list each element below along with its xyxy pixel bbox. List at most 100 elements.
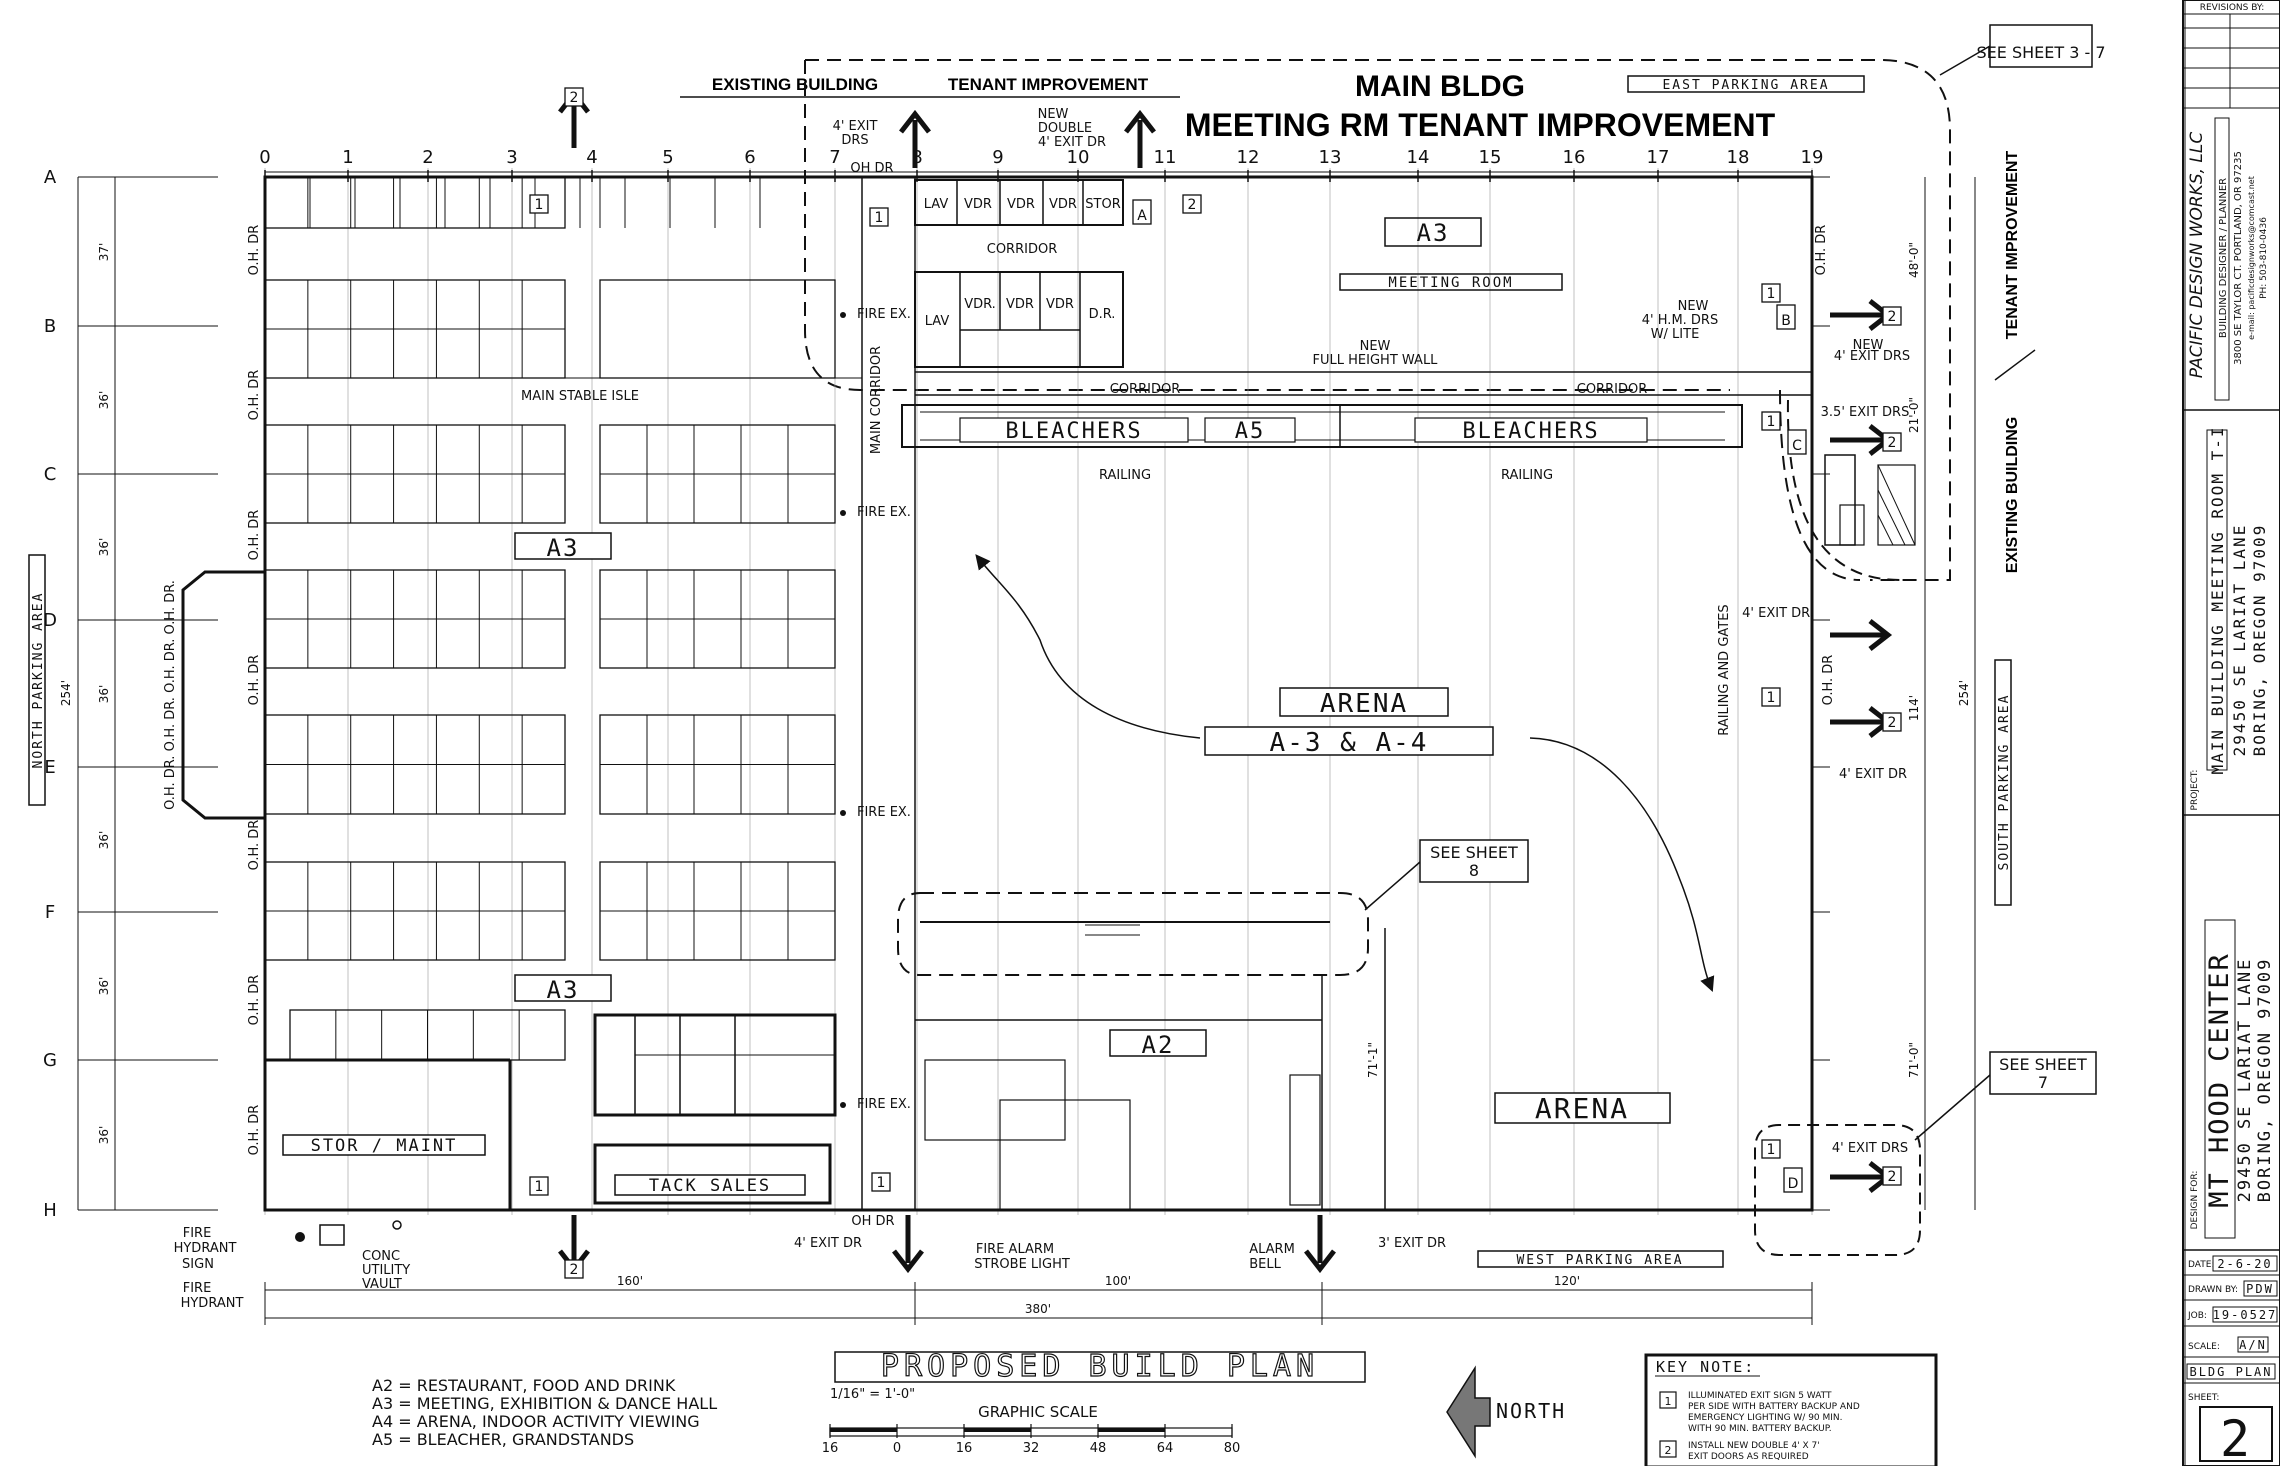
oh-dr-label-2: O.H. DR — [247, 510, 262, 561]
svg-text:BLEACHERS: BLEACHERS — [1462, 419, 1599, 444]
svg-text:RAILING: RAILING — [1501, 468, 1553, 483]
door-labels: 4' EXIT DRS OH DR NEW DOUBLE 4' EXIT DR … — [174, 107, 1911, 1311]
svg-text:FIRE EX.: FIRE EX. — [857, 307, 911, 322]
svg-text:RAILING: RAILING — [1099, 468, 1151, 483]
svg-text:DRAWN BY:: DRAWN BY: — [2188, 1285, 2238, 1295]
svg-text:ALARM: ALARM — [1249, 1242, 1295, 1257]
callout-sheet-7[interactable]: SEE SHEET 7 — [1914, 1051, 2097, 1141]
north-label: NORTH — [1496, 1399, 1566, 1423]
corridor-label-1: CORRIDOR — [1110, 382, 1180, 397]
row-label-B: B — [44, 316, 56, 337]
graphic-scale-label: GRAPHIC SCALE — [978, 1403, 1098, 1421]
railing-gates-label: RAILING AND GATES — [1717, 604, 1732, 735]
restroom-block: LAV VDR VDR VDR STOR CORRIDOR LAV VDR. V… — [914, 179, 1124, 368]
svg-text:SEE SHEET: SEE SHEET — [1430, 843, 1518, 862]
svg-text:1: 1 — [1767, 1142, 1776, 1158]
svg-text:FIRE ALARM: FIRE ALARM — [976, 1242, 1054, 1257]
north-arrow: NORTH — [1446, 1365, 1566, 1459]
svg-text:FIRE EX.: FIRE EX. — [857, 1097, 911, 1112]
svg-text:STOR: STOR — [1085, 197, 1120, 212]
column-label-10: 10 — [1067, 147, 1090, 168]
svg-text:36': 36' — [97, 1126, 111, 1145]
svg-text:120': 120' — [1554, 1274, 1580, 1288]
svg-text:MT HOOD CENTER: MT HOOD CENTER — [2204, 952, 2235, 1208]
svg-text:4' EXIT DRS: 4' EXIT DRS — [1834, 349, 1910, 364]
svg-text:D: D — [1788, 1176, 1799, 1192]
oh-dr-label-4: O.H. DR — [247, 820, 262, 871]
svg-text:SEE SHEET: SEE SHEET — [1999, 1055, 2087, 1074]
row-label-F: F — [45, 902, 55, 923]
svg-text:3.5' EXIT DRS: 3.5' EXIT DRS — [1821, 405, 1910, 420]
column-label-0: 0 — [259, 147, 270, 168]
tack-sales-label: TACK SALES — [649, 1176, 771, 1196]
oh-dr-label-0: O.H. DR — [247, 225, 262, 276]
svg-text:1: 1 — [1767, 414, 1776, 430]
callout-sheet-3-7[interactable]: SEE SHEET 3 - 7 — [1939, 24, 2106, 76]
column-label-3: 3 — [506, 147, 517, 168]
svg-text:29450 SE LARIAT LANE: 29450 SE LARIAT LANE — [2230, 524, 2249, 757]
column-label-12: 12 — [1237, 147, 1260, 168]
svg-text:DOUBLE: DOUBLE — [1038, 121, 1092, 136]
svg-text:SEE SHEET 3 - 7: SEE SHEET 3 - 7 — [1976, 43, 2105, 62]
svg-text:DRS: DRS — [841, 133, 868, 148]
dimensions: 37'36'36'36'36'36'36'254'48'-0"21'-0"114… — [59, 177, 1976, 1325]
svg-text:W/ LITE: W/ LITE — [1651, 327, 1700, 342]
svg-text:A5: A5 — [1235, 419, 1266, 444]
stall-grid — [264, 176, 836, 1061]
oh-doors-multi: O.H. DR. O.H. DR. O.H. DR. O.H. DR. — [163, 580, 178, 810]
new-wall-label: FULL HEIGHT WALL — [1313, 353, 1439, 368]
svg-text:VAULT: VAULT — [362, 1277, 402, 1292]
svg-text:36': 36' — [97, 685, 111, 704]
svg-text:BLEACHERS: BLEACHERS — [1005, 419, 1142, 444]
svg-text:FIRE EX.: FIRE EX. — [857, 505, 911, 520]
svg-text:48'-0": 48'-0" — [1907, 242, 1921, 278]
svg-text:A-3 & A-4: A-3 & A-4 — [1270, 728, 1429, 758]
svg-text:A3 = MEETING, EXHIBITION & DAN: A3 = MEETING, EXHIBITION & DANCE HALL — [372, 1394, 717, 1413]
title-line-1: MAIN BLDG — [1355, 70, 1525, 103]
column-label-14: 14 — [1407, 147, 1430, 168]
svg-text:71'-0": 71'-0" — [1907, 1042, 1921, 1078]
column-label-19: 19 — [1801, 147, 1824, 168]
svg-text:A3: A3 — [1417, 219, 1450, 247]
svg-text:BELL: BELL — [1249, 1257, 1281, 1272]
svg-text:8: 8 — [1469, 861, 1479, 880]
overall-dim-left: 254' — [59, 680, 73, 706]
svg-text:4' EXIT DRS: 4' EXIT DRS — [1832, 1141, 1908, 1156]
svg-text:2: 2 — [1888, 435, 1897, 451]
oh-dr-label-3: O.H. DR — [247, 655, 262, 706]
callout-sheet-8[interactable]: SEE SHEET 8 — [1364, 839, 1529, 911]
svg-text:e-mail: pacificdesignworks@com: e-mail: pacificdesignworks@comcast.net — [2247, 176, 2256, 340]
row-label-D: D — [43, 610, 57, 631]
oh-dr-label-1: O.H. DR — [247, 370, 262, 421]
svg-text:21'-0": 21'-0" — [1907, 397, 1921, 433]
svg-text:KEY NOTE:: KEY NOTE: — [1656, 1358, 1755, 1376]
svg-text:A4 = ARENA, INDOOR ACTIVITY VI: A4 = ARENA, INDOOR ACTIVITY VIEWING — [372, 1412, 700, 1431]
a2-label: A2 — [1142, 1031, 1175, 1059]
column-label-17: 17 — [1647, 147, 1670, 168]
svg-text:MEETING ROOM: MEETING ROOM — [1388, 275, 1513, 291]
svg-text:4' EXIT DR: 4' EXIT DR — [1839, 767, 1907, 782]
column-label-16: 16 — [1563, 147, 1586, 168]
svg-text:36': 36' — [97, 538, 111, 557]
fire-extinguishers: FIRE EX. FIRE EX. FIRE EX. FIRE EX. — [840, 307, 911, 1112]
row-label-H: H — [43, 1200, 57, 1221]
svg-text:INSTALL NEW DOUBLE 4' X 7': INSTALL NEW DOUBLE 4' X 7' — [1688, 1441, 1820, 1451]
a3-left-label: A3 — [547, 534, 580, 562]
column-label-2: 2 — [422, 147, 433, 168]
svg-text:OH DR: OH DR — [850, 161, 893, 176]
svg-text:36': 36' — [97, 831, 111, 850]
row-label-E: E — [44, 757, 55, 778]
svg-text:ARENA: ARENA — [1320, 689, 1408, 719]
occupancy-legend: A2 = RESTAURANT, FOOD AND DRINK A3 = MEE… — [372, 1376, 717, 1449]
svg-text:FIRE: FIRE — [183, 1281, 212, 1296]
svg-text:2: 2 — [1665, 1444, 1672, 1457]
svg-text:4' EXIT DR: 4' EXIT DR — [1038, 135, 1106, 150]
svg-text:NEW: NEW — [1853, 338, 1884, 353]
svg-text:1: 1 — [535, 197, 544, 213]
svg-text:D.R.: D.R. — [1089, 307, 1116, 322]
svg-text:114': 114' — [1907, 695, 1921, 721]
title-block: REVISIONS BY: PACIFIC DESIGN WORKS, LLC … — [2182, 0, 2280, 1466]
svg-text:29450 SE LARIAT LANE: 29450 SE LARIAT LANE — [2235, 958, 2255, 1203]
svg-text:FIRE: FIRE — [183, 1226, 212, 1241]
